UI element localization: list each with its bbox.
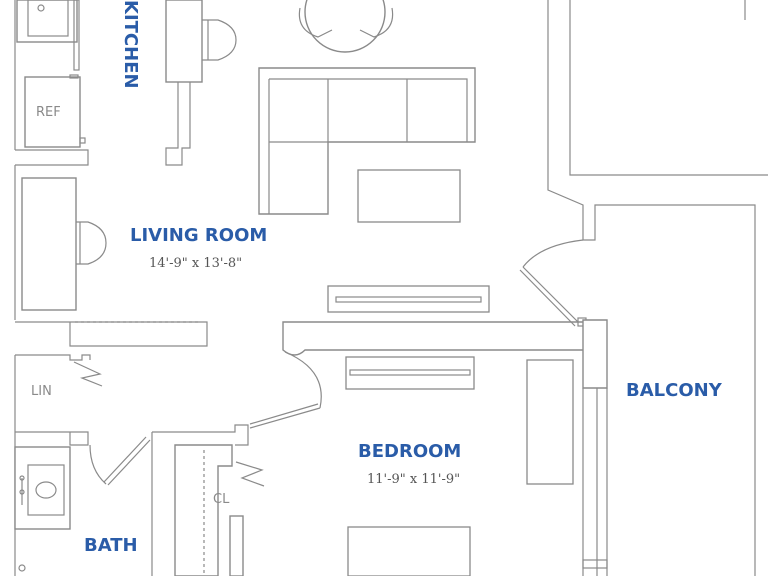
balcony-door: [519, 239, 587, 327]
living-room-label: LIVING ROOM: [130, 225, 267, 246]
sectional-sofa: [258, 67, 476, 215]
bar-stool-icon: [202, 19, 237, 61]
bedroom-dimensions: 11'-9" x 11'-9": [367, 472, 460, 487]
lin-label: LIN: [31, 384, 52, 399]
ref-label: REF: [36, 105, 61, 120]
dining-chair-icon-2: [359, 7, 394, 38]
bed: [347, 526, 471, 576]
kitchen-label: KITCHEN: [120, 0, 141, 89]
dining-table: [298, 0, 394, 53]
balcony-label: BALCONY: [626, 380, 723, 401]
kitchen-sink-counter: [16, 0, 78, 43]
living-room-dimensions: 14'-9" x 13'-8": [149, 256, 242, 271]
faucet-icon: [37, 4, 45, 12]
living-desk: [21, 177, 107, 311]
coffee-table: [357, 169, 461, 223]
kitchen-area: REF KITCHEN: [15, 0, 237, 166]
bedroom-desk: [526, 359, 574, 485]
toilet-icon: [18, 564, 26, 572]
bedroom-label: BEDROOM: [358, 441, 461, 462]
kitchen-island: [165, 0, 203, 83]
dining-chair-icon: [298, 7, 333, 38]
interior-wall-middle: [15, 285, 598, 356]
bath-door: [89, 436, 151, 486]
linen-closet: LIN: [15, 354, 103, 446]
bedroom-window: [582, 319, 608, 576]
bedroom-dresser: [345, 356, 475, 390]
bath-walls: CL: [151, 424, 265, 576]
kitchen-sink: [27, 0, 69, 37]
cl-label: CL: [213, 492, 230, 507]
bath-sink-icon: [35, 481, 57, 499]
bath-label: BATH: [84, 535, 138, 556]
refrigerator: [24, 76, 81, 148]
tv-console: [327, 285, 490, 313]
desk-chair-icon: [76, 221, 107, 265]
bath-vanity: [14, 446, 71, 572]
bedroom-door: [249, 351, 322, 429]
